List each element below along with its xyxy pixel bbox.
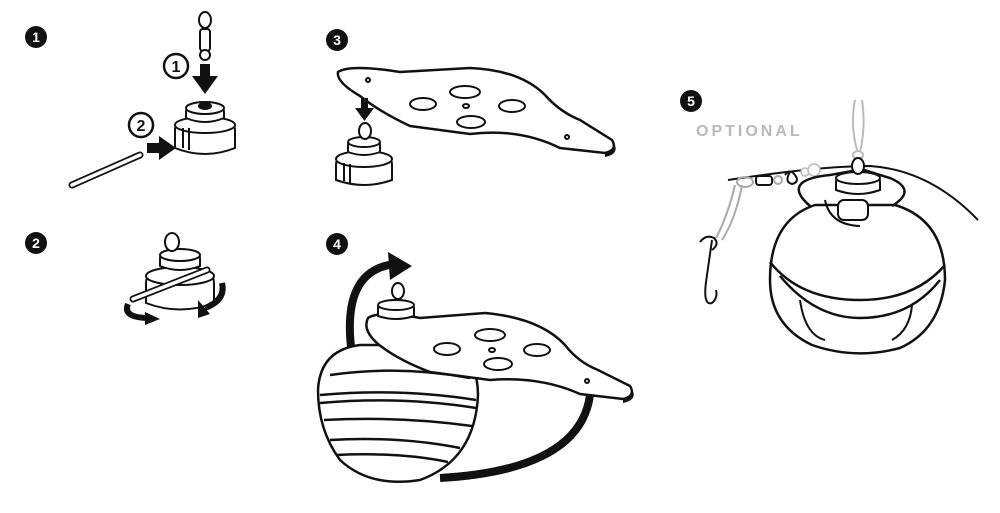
step-1-badge: 1 xyxy=(25,26,47,48)
knot-icon xyxy=(784,170,798,186)
rod-icon xyxy=(129,266,211,303)
down-arrow-icon xyxy=(355,98,374,121)
snap-swivel-icon xyxy=(715,175,783,241)
plate-icon xyxy=(336,66,616,157)
flip-arrow-icon xyxy=(345,260,594,482)
step-3-number: 3 xyxy=(333,32,341,48)
down-arrow-icon xyxy=(192,64,218,94)
sub-step-2-number: 2 xyxy=(137,118,146,135)
step-5-number: 5 xyxy=(687,93,695,109)
bead-icon xyxy=(807,163,821,177)
rotate-arrow-head-icon xyxy=(145,312,160,325)
step-2: 2 xyxy=(25,232,226,325)
rotate-arrow-head-icon xyxy=(198,300,210,318)
step-1: 1 1 2 xyxy=(25,11,236,189)
optional-caption: OPTIONAL xyxy=(696,123,803,140)
float-body-icon xyxy=(316,343,480,484)
hook-icon xyxy=(699,235,718,305)
sub-step-1-number: 1 xyxy=(172,59,181,76)
harnessed-float-icon xyxy=(768,157,947,355)
step-2-number: 2 xyxy=(32,235,40,251)
step-4-number: 4 xyxy=(333,236,341,252)
step-2-badge: 2 xyxy=(25,232,47,254)
right-arrow-icon xyxy=(147,136,176,160)
float-stop-icon xyxy=(174,100,236,155)
float-stop-with-rod-icon xyxy=(145,232,215,311)
clip-icon xyxy=(851,99,865,160)
fishing-line xyxy=(727,164,979,221)
flip-arrow-head-icon xyxy=(388,252,412,280)
step-4-badge: 4 xyxy=(326,233,348,255)
step-4: 4 xyxy=(316,233,634,484)
step-3: 3 xyxy=(326,29,616,186)
float-stop-icon xyxy=(377,282,415,320)
step-5-badge: 5 xyxy=(680,90,702,112)
sub-step-1-badge: 1 xyxy=(162,52,190,80)
float-stop-icon xyxy=(335,122,393,186)
sub-step-2-badge: 2 xyxy=(127,111,155,139)
step-3-badge: 3 xyxy=(326,29,348,51)
step-5: 5 OPTIONAL xyxy=(680,90,979,355)
rod-icon xyxy=(68,151,144,189)
swivel-icon xyxy=(198,11,212,61)
step-1-number: 1 xyxy=(32,29,40,45)
plate-icon xyxy=(365,311,634,403)
